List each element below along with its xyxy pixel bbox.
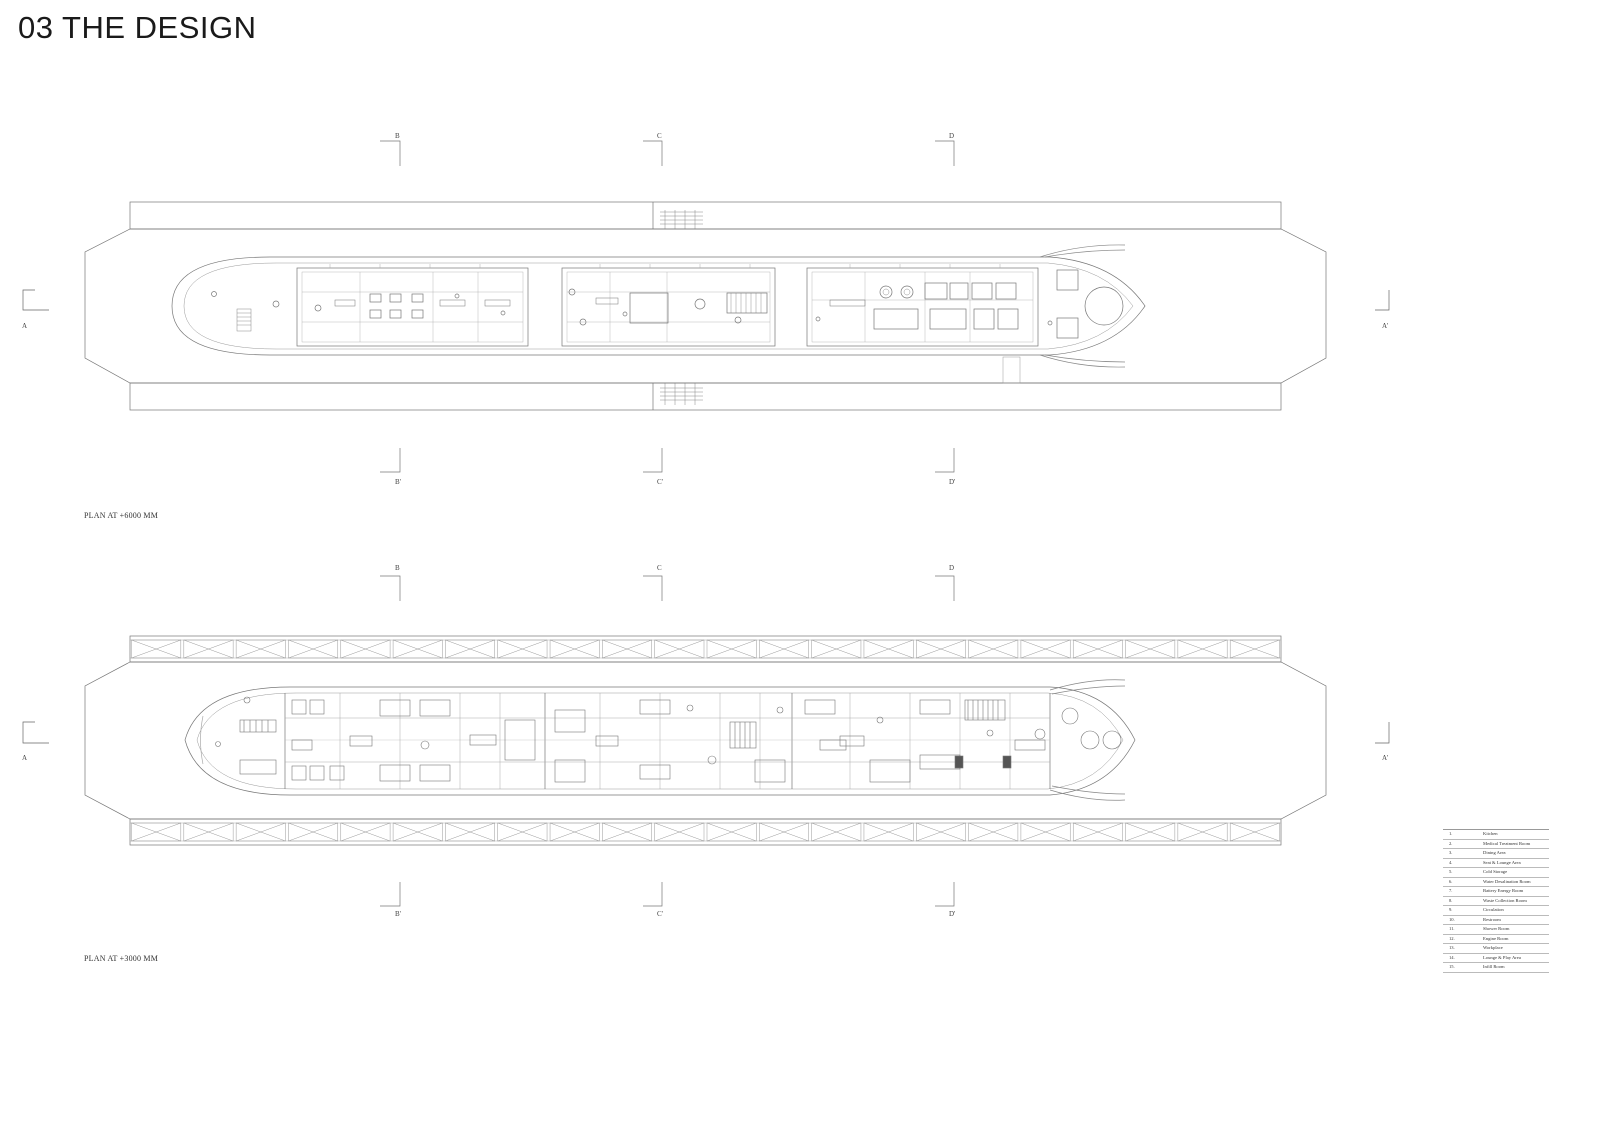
label-b-prime-1: B' — [395, 478, 401, 486]
section-marker-b-top — [380, 140, 401, 166]
legend-item: 4. Seat & Lounge Area — [1443, 859, 1549, 868]
legend-item: 9. Circulation — [1443, 906, 1549, 916]
legend-label: Water Desalination Room — [1483, 878, 1531, 884]
legend-number: 5. — [1449, 869, 1453, 874]
section-marker-b-bottom — [380, 448, 401, 473]
legend-label: Lounge & Play Area — [1483, 954, 1521, 960]
legend-item: 1. Kitchen — [1443, 830, 1549, 840]
section-marker-d-top — [935, 140, 955, 166]
legend-item: 3. Dining Area — [1443, 849, 1549, 859]
legend-item: 10. Restroom — [1443, 916, 1549, 925]
section-marker-c-bottom-2 — [643, 882, 663, 907]
section-marker-c-top-2 — [643, 575, 663, 601]
pier-stair-bottom — [660, 383, 703, 405]
legend-label: Restroom — [1483, 916, 1501, 922]
label-d-prime-1: D' — [949, 478, 955, 486]
legend-number: 15. — [1449, 964, 1455, 969]
page-title: 03 THE DESIGN — [18, 10, 257, 45]
label-a-prime-2: A' — [1382, 754, 1388, 762]
section-marker-a-2 — [22, 721, 1390, 744]
room-legend: 1. Kitchen 2. Medical Treatment Room 3. Dinin… — [1443, 829, 1549, 973]
legend-number: 13. — [1449, 945, 1455, 950]
legend-number: 4. — [1449, 859, 1453, 865]
hull-outer-2 — [184, 686, 1136, 796]
legend-item: 12. Engine Room — [1443, 935, 1549, 944]
label-b-prime-2: B' — [395, 910, 401, 918]
label-a-1: A — [22, 322, 27, 330]
label-b-2: B — [395, 564, 400, 572]
legend-label: Workplace — [1483, 945, 1503, 950]
legend-number: 12. — [1449, 935, 1455, 941]
legend-number: 14. — [1449, 954, 1455, 960]
plan-upper — [22, 140, 1390, 473]
dock-outline — [84, 228, 1327, 384]
legend-item: 13. Workplace — [1443, 944, 1549, 954]
section-marker-d-top-2 — [935, 575, 955, 601]
label-c-prime-1: C' — [657, 478, 663, 486]
gangway — [1002, 356, 1021, 384]
legend-label: Dining Area — [1483, 850, 1506, 855]
legend-number: 11. — [1449, 926, 1455, 931]
section-marker-d-bottom — [935, 448, 955, 473]
pier-bottom — [129, 382, 1282, 411]
legend-label: Seat & Lounge Area — [1483, 859, 1521, 865]
legend-label: Kitchen — [1483, 831, 1498, 836]
module-1 — [296, 267, 529, 347]
hull-inner-2 — [196, 692, 1124, 790]
section-marker-d-bottom-2 — [935, 882, 955, 907]
legend-item: 15. Infill Room — [1443, 963, 1549, 973]
section-marker-a — [22, 289, 1390, 311]
label-a-2: A — [22, 754, 27, 762]
pier-stair-top — [660, 210, 703, 229]
legend-number: 3. — [1449, 850, 1453, 855]
pier-top — [129, 201, 1282, 230]
label-d-2: D — [949, 564, 954, 572]
label-c-prime-2: C' — [657, 910, 663, 918]
module-3 — [806, 267, 1053, 347]
section-marker-b-bottom-2 — [380, 882, 401, 907]
section-marker-c-bottom — [643, 448, 663, 473]
label-d-1: D — [949, 132, 954, 140]
module-2 — [561, 267, 776, 347]
legend-label: Infill Room — [1483, 964, 1505, 969]
label-c-1: C — [657, 132, 662, 140]
plan-caption-upper: PLAN AT +6000 MM — [84, 511, 159, 520]
label-a-prime-1: A' — [1382, 322, 1388, 330]
legend-number: 2. — [1449, 840, 1453, 846]
legend-item: 7. Battery Energy Room — [1443, 887, 1549, 897]
section-marker-c-top — [643, 140, 663, 166]
legend-label: Cold Storage — [1483, 869, 1508, 874]
legend-item: 5. Cold Storage — [1443, 868, 1549, 878]
legend-label: Battery Energy Room — [1483, 888, 1524, 893]
legend-label: Shower Room — [1483, 926, 1510, 931]
label-d-prime-2: D' — [949, 910, 955, 918]
hull-outer — [171, 256, 1146, 356]
legend-item: 14. Lounge & Play Area — [1443, 954, 1549, 963]
plan-lower — [22, 575, 1390, 907]
legend-number: 8. — [1449, 897, 1453, 903]
label-c-2: C — [657, 564, 662, 572]
section-marker-b-top-2 — [380, 575, 401, 601]
legend-number: 10. — [1449, 916, 1455, 922]
legend-item: 8. Waste Collection Room — [1443, 897, 1549, 906]
legend-number: 1. — [1449, 831, 1453, 836]
label-b-1: B — [395, 132, 400, 140]
legend-number: 6. — [1449, 878, 1453, 884]
legend-number: 9. — [1449, 907, 1453, 912]
legend-number: 7. — [1449, 888, 1453, 893]
legend-item: 6. Water Desalination Room — [1443, 878, 1549, 887]
legend-item: 11. Shower Room — [1443, 925, 1549, 935]
legend-label: Waste Collection Room — [1483, 897, 1527, 903]
dock-outline-2 — [84, 661, 1327, 820]
legend-label: Medical Treatment Room — [1483, 840, 1531, 846]
legend-label: Engine Room — [1483, 935, 1509, 941]
hull-inner — [183, 262, 1134, 350]
plan-caption-lower: PLAN AT +3000 MM — [84, 954, 159, 963]
legend-item: 2. Medical Treatment Room — [1443, 840, 1549, 849]
legend-label: Circulation — [1483, 907, 1504, 912]
